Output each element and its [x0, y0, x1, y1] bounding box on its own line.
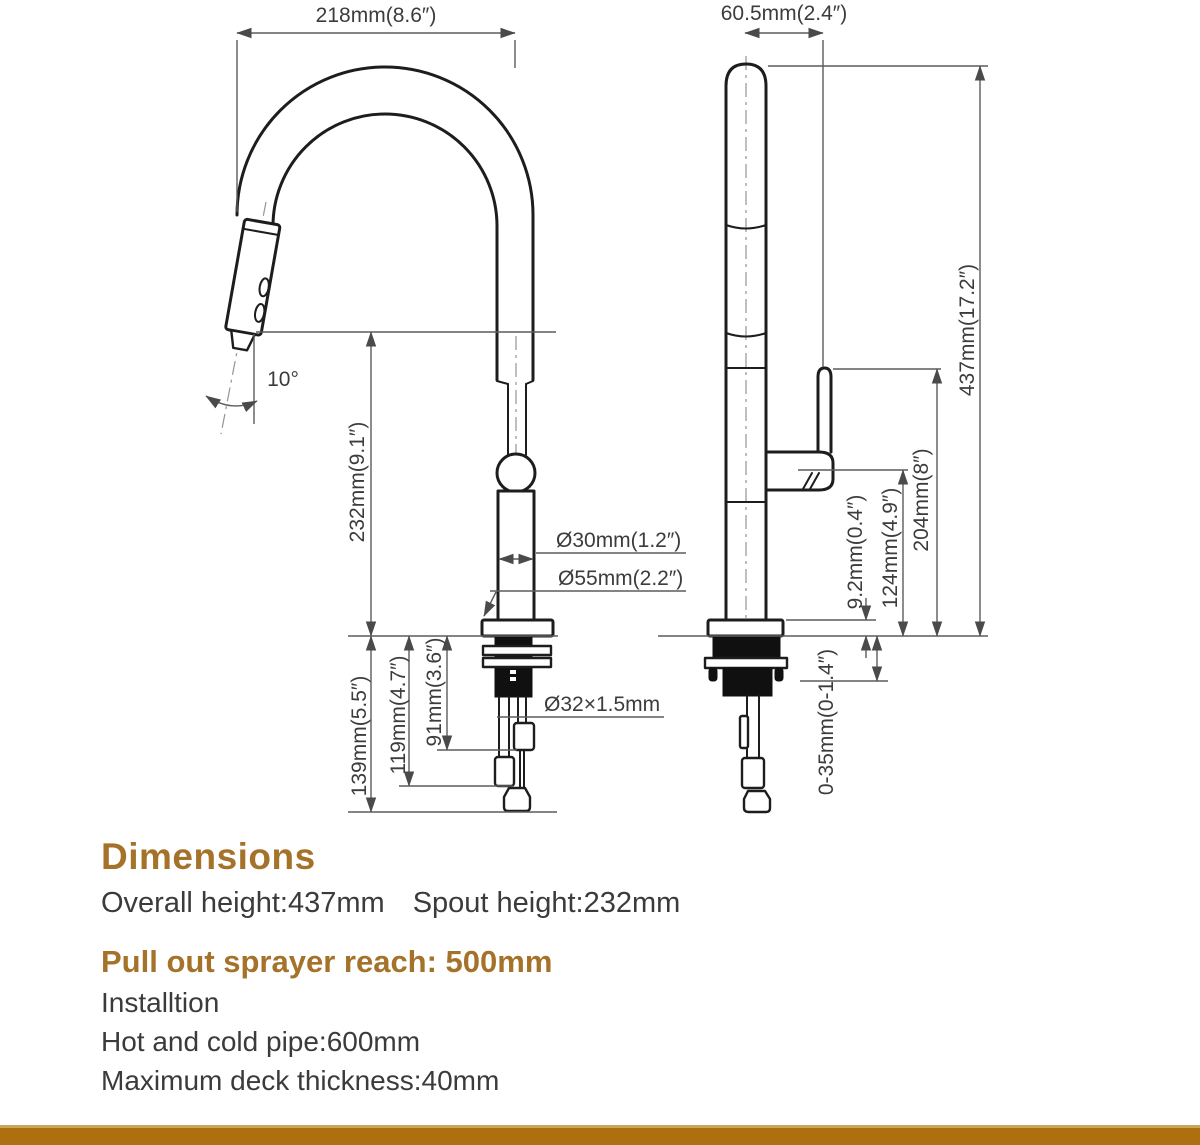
info-heading: Dimensions — [101, 836, 316, 877]
bottom-accent-bar — [0, 1125, 1200, 1145]
dim-124-label: 124mm(4.9″) — [879, 488, 902, 609]
left-view-faucet: 218mm(8.6″) 232mm(9.1″) 139mm(5.5″) 119m… — [205, 4, 686, 813]
faucet-body — [496, 489, 536, 622]
dim-overall-height-label: 437mm(17.2″) — [956, 264, 979, 396]
info-heights-line: Overall height:437mm Spout height:232mm — [101, 887, 708, 920]
spray-head-joint-line — [242, 227, 280, 237]
aerator-tip — [230, 329, 257, 352]
faucet-dimension-diagram: 218mm(8.6″) 232mm(9.1″) 139mm(5.5″) 119m… — [205, 2, 988, 814]
right-base-flange — [706, 618, 785, 638]
pulldown-hose — [517, 696, 527, 724]
bracket-screw-left — [708, 667, 718, 682]
handle-arm — [764, 450, 835, 492]
deck-thickness-text: Maximum deck thickness:40mm — [101, 1065, 500, 1096]
dim-deck-thickness-label: 0-35mm(0-1.4″) — [815, 649, 838, 795]
spout-outer-curve — [235, 65, 535, 382]
angle-arc — [205, 395, 258, 413]
dim-width-label: 218mm(8.6″) — [316, 4, 437, 27]
body-segment-line-2 — [725, 332, 767, 338]
ball-joint — [495, 452, 537, 494]
body-segment-line-1 — [725, 224, 767, 230]
pulldown-hose-end — [502, 786, 532, 813]
spout-end-ticks — [496, 380, 534, 385]
handle-lever — [816, 366, 833, 454]
dim-thread-label: Ø32×1.5mm — [544, 693, 660, 716]
spout-height-text: Spout height:232mm — [412, 887, 681, 919]
right-hose-connector — [740, 756, 766, 790]
right-view-faucet: 60.5mm(2.4″) 437mm(17.2″) 204mm(8″) 124m… — [658, 2, 988, 814]
dim-offset-label: 60.5mm(2.4″) — [721, 2, 847, 25]
sprayer-reach-text: Pull out sprayer reach: 500mm — [101, 944, 553, 979]
wand-neck — [507, 383, 527, 456]
dim-dia55-label: Ø55mm(2.2″) — [558, 567, 683, 590]
right-body-outline — [724, 62, 768, 622]
bracket-screw-right — [774, 667, 784, 682]
right-hose-end — [742, 789, 772, 814]
body-segment-line-3 — [725, 367, 767, 503]
angle-label: 10° — [267, 368, 299, 391]
base-flange — [480, 618, 555, 638]
pipe-length-text: Hot and cold pipe:600mm — [101, 1026, 421, 1057]
shank-detail — [510, 670, 516, 674]
shank-detail — [510, 677, 516, 681]
supply-hose-connector — [493, 755, 516, 788]
supply-hose — [498, 696, 510, 758]
dim-dia30-label: Ø30mm(1.2″) — [556, 529, 681, 552]
cartridge-hatch — [802, 472, 820, 490]
dimension-info-block: Dimensions Overall height:437mm Spout hei… — [101, 836, 708, 1097]
spray-head-body — [224, 217, 282, 337]
mounting-bracket — [703, 656, 789, 670]
dim-91-label: 91mm(3.6″) — [423, 638, 446, 747]
dim-204-label: 204mm(8″) — [910, 448, 933, 551]
dim-width-extensions — [236, 40, 516, 212]
dim-139-label: 139mm(5.5″) — [348, 676, 371, 797]
pulldown-hose-coupler — [512, 721, 536, 752]
right-mounting-ring — [712, 635, 781, 659]
dim-spout-height-label: 232mm(9.1″) — [346, 422, 369, 543]
spray-head — [224, 217, 282, 352]
spout-inner-curve — [271, 112, 499, 382]
dim-92-label: 9.2mm(0.4″) — [844, 495, 867, 610]
dim-dia55-arrow — [483, 591, 497, 617]
pulldown-hose-lower — [519, 749, 525, 789]
hose-clip — [738, 714, 750, 750]
lock-nut-1 — [481, 644, 553, 657]
overall-height-text: Overall height:437mm — [101, 887, 385, 919]
lock-nut-2 — [481, 656, 553, 669]
dim-119-label: 119mm(4.7″) — [387, 655, 410, 774]
spray-button-2 — [253, 303, 266, 323]
installation-text: Installtion — [101, 987, 220, 1018]
spray-button-1 — [258, 277, 270, 298]
right-mounting-block — [722, 667, 773, 697]
